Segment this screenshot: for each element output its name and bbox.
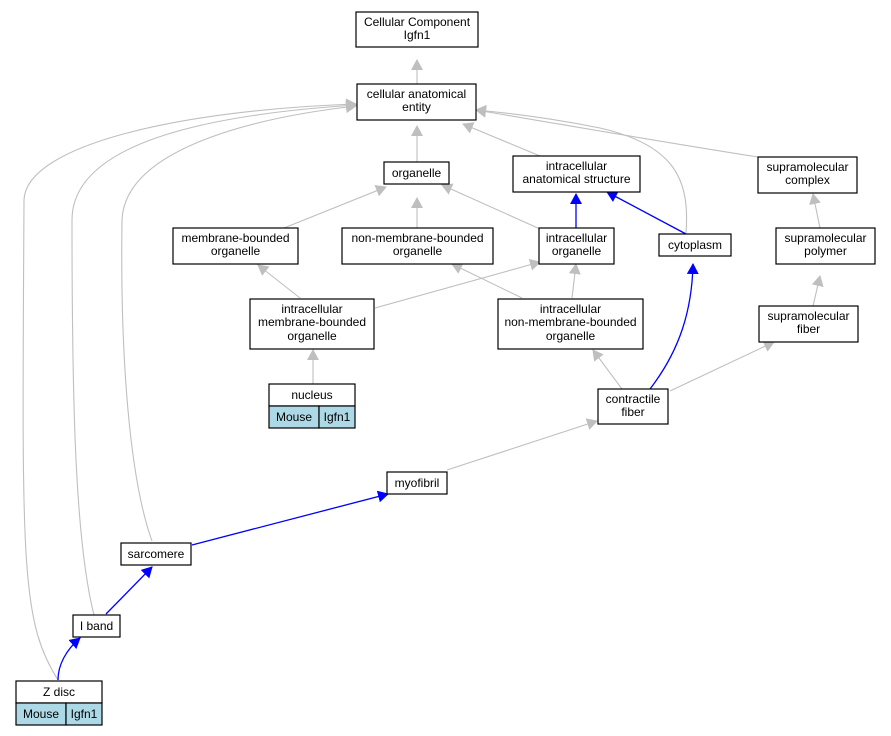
edge-contractile-to-supfiber xyxy=(669,340,775,392)
node-z-disc[interactable]: Z disc Mouse Igfn1 xyxy=(15,680,103,726)
edge-imbo-to-io xyxy=(374,258,541,309)
annotation-species-label: Mouse xyxy=(276,410,312,424)
edge-imbo-to-mbo xyxy=(257,264,301,299)
node-label-line: sarcomere xyxy=(128,547,185,561)
node-label-line: cellular anatomical xyxy=(367,87,466,101)
node-i-band[interactable]: I band xyxy=(72,614,121,638)
node-label-line: supramolecular xyxy=(784,231,866,245)
node-label-line: cytoplasm xyxy=(668,238,722,252)
edge-iband-to-cae xyxy=(71,99,357,616)
edge-iband-partof-sarcomere xyxy=(105,566,153,615)
node-nucleus[interactable]: nucleus Mouse Igfn1 xyxy=(268,383,356,429)
node-label-line: anatomical structure xyxy=(522,172,630,186)
node-label-line: organelle xyxy=(552,244,602,258)
node-label-line: intracellular xyxy=(546,159,607,173)
edge-zdisc-partof-iband xyxy=(57,637,81,681)
edge-supfiber-to-suppolymer xyxy=(811,275,824,307)
edge-supcomplex-to-cae xyxy=(475,105,759,158)
edge-zdisc-to-cae xyxy=(22,98,357,681)
node-label-line: organelle xyxy=(393,244,443,258)
edge-cytoplasm-partof-ias xyxy=(606,191,687,235)
node-label-line: non-membrane-bounded xyxy=(504,315,636,329)
annotation-species-label: Mouse xyxy=(23,707,59,721)
node-label-line: polymer xyxy=(804,244,847,258)
node-label-line: Igfn1 xyxy=(404,28,431,42)
node-label-line: Z disc xyxy=(43,685,75,699)
edge-contractile-partof-cytoplasm xyxy=(649,263,699,390)
node-supramolecular-polymer[interactable]: supramolecular polymer xyxy=(775,227,876,265)
edge-inmbo-to-io xyxy=(568,263,581,299)
node-label-line: supramolecular xyxy=(767,309,849,323)
node-organelle[interactable]: organelle xyxy=(383,161,450,185)
node-supramolecular-complex[interactable]: supramolecular complex xyxy=(757,156,858,194)
node-label-line: intracellular xyxy=(281,302,342,316)
node-intracellular-membrane-bounded-organelle[interactable]: intracellular membrane-bounded organelle xyxy=(249,298,375,350)
node-label-line: intracellular xyxy=(546,231,607,245)
edge-inmbo-to-nmbo xyxy=(451,262,523,299)
node-label-line: organelle xyxy=(392,166,442,180)
annotation-gene-label: Igfn1 xyxy=(324,410,351,424)
node-label-line: contractile xyxy=(606,392,661,406)
edge-contractile-to-inmbo xyxy=(592,349,623,390)
node-label-line: Cellular Component xyxy=(364,15,471,29)
node-label-line: organelle xyxy=(287,329,337,343)
edge-io-to-organelle xyxy=(441,183,541,230)
node-sarcomere[interactable]: sarcomere xyxy=(120,542,192,566)
edge-cytoplasm-to-cae xyxy=(475,104,688,234)
edge-ias-to-cae xyxy=(462,122,541,157)
node-label-line: I band xyxy=(80,619,113,633)
node-label-line: entity xyxy=(402,100,431,114)
nodes: Cellular Component Igfn1 cellular anatom… xyxy=(15,11,876,726)
node-intracellular-non-membrane-bounded-organelle[interactable]: intracellular non-membrane-bounded organ… xyxy=(497,298,644,350)
node-non-membrane-bounded-organelle[interactable]: non-membrane-bounded organelle xyxy=(341,227,494,265)
node-contractile-fiber[interactable]: contractile fiber xyxy=(597,388,669,425)
edge-sarcomere-partof-myofibril xyxy=(191,490,389,546)
annotation-gene-cell xyxy=(318,405,356,429)
edge-sarcomere-to-cae xyxy=(121,101,357,542)
node-label-line: complex xyxy=(785,173,830,187)
annotation-gene-label: Igfn1 xyxy=(71,707,98,721)
node-label-line: myofibril xyxy=(395,476,440,490)
edge-myofibril-to-contractile xyxy=(446,418,598,471)
node-label-line: organelle xyxy=(211,244,261,258)
node-label-line: membrane-bounded xyxy=(258,315,366,329)
edges xyxy=(22,59,824,681)
annotation-gene-cell xyxy=(65,702,103,726)
edge-mbo-to-organelle xyxy=(283,185,387,229)
node-label-line: non-membrane-bounded xyxy=(351,231,483,245)
node-label-line: nucleus xyxy=(291,388,332,402)
node-cellular-component-root[interactable]: Cellular Component Igfn1 xyxy=(355,11,479,48)
edge-supcomplex-parent-of-suppolymer xyxy=(809,193,821,229)
node-label-line: intracellular xyxy=(540,302,601,316)
node-label-line: supramolecular xyxy=(766,160,848,174)
node-label-line: fiber xyxy=(621,405,644,419)
node-myofibril[interactable]: myofibril xyxy=(386,471,448,495)
node-label-line: organelle xyxy=(546,329,596,343)
node-label-line: fiber xyxy=(797,322,820,336)
node-cytoplasm[interactable]: cytoplasm xyxy=(658,233,732,257)
node-label-line: membrane-bounded xyxy=(181,231,289,245)
node-supramolecular-fiber[interactable]: supramolecular fiber xyxy=(758,305,859,343)
node-intracellular-anatomical-structure[interactable]: intracellular anatomical structure xyxy=(512,155,641,193)
node-membrane-bounded-organelle[interactable]: membrane-bounded organelle xyxy=(172,227,299,265)
node-intracellular-organelle[interactable]: intracellular organelle xyxy=(538,227,615,265)
node-cellular-anatomical-entity[interactable]: cellular anatomical entity xyxy=(356,83,477,121)
